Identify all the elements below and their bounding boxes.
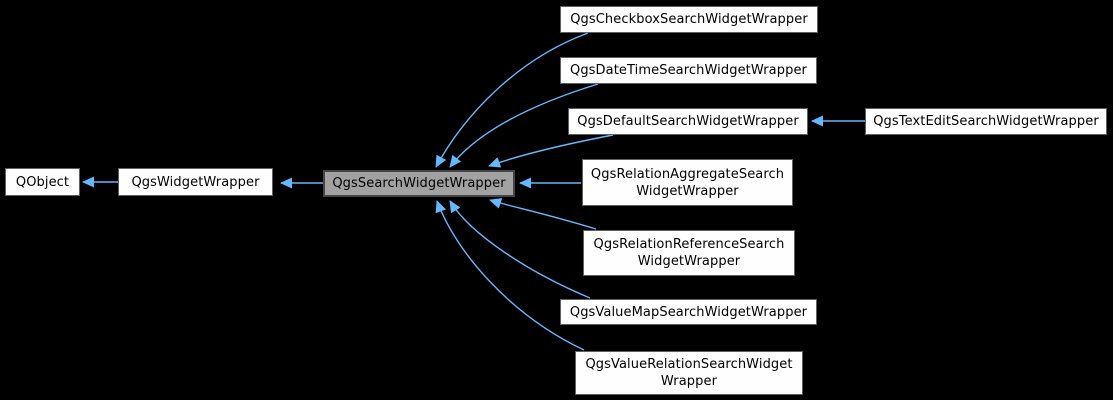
edge-datetime-to-searchwidgetwrapper	[449, 83, 599, 168]
edge-checkbox-to-searchwidgetwrapper	[435, 32, 589, 168]
node-qgssearchwidgetwrapper-current: QgsSearchWidgetWrapper	[323, 170, 515, 197]
node-qgsdefaultsearchwidgetwrapper[interactable]: QgsDefaultSearchWidgetWrapper	[568, 108, 808, 135]
edge-valuemap-to-searchwidgetwrapper	[449, 200, 591, 299]
node-qgsvaluemapsearchwidgetwrapper[interactable]: QgsValueMapSearchWidgetWrapper	[560, 299, 817, 325]
node-qgsrelationaggregatesearchwidgetwrapper[interactable]: QgsRelationAggregateSearch WidgetWrapper	[582, 159, 793, 206]
node-qgswidgetwrapper[interactable]: QgsWidgetWrapper	[118, 168, 273, 196]
node-qgscheckboxsearchwidgetwrapper[interactable]: QgsCheckboxSearchWidgetWrapper	[560, 6, 818, 33]
edge-relationreference-to-searchwidgetwrapper	[489, 198, 597, 230]
node-qobject[interactable]: QObject	[5, 168, 80, 196]
edge-default-to-searchwidgetwrapper	[488, 134, 614, 168]
edge-valuerelation-to-searchwidgetwrapper	[435, 200, 585, 351]
node-qgsvaluerelationsearchwidgetwrapper[interactable]: QgsValueRelationSearchWidget Wrapper	[575, 351, 803, 395]
node-qgsrelationreferencesearchwidgetwrapper[interactable]: QgsRelationReferenceSearch WidgetWrapper	[583, 230, 795, 276]
node-qgstexteditsearchwidgetwrapper[interactable]: QgsTextEditSearchWidgetWrapper	[865, 108, 1107, 135]
node-qgsdatetimesearchwidgetwrapper[interactable]: QgsDateTimeSearchWidgetWrapper	[560, 57, 817, 84]
